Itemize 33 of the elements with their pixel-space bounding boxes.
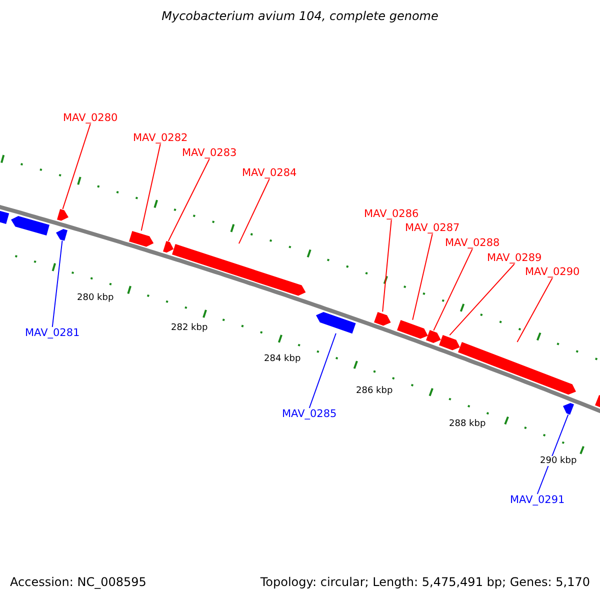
- diagram-title: Mycobacterium avium 104, complete genome: [160, 9, 440, 23]
- footer-text: Accession: NC_008595: [10, 575, 146, 589]
- leader-line: [52, 240, 63, 328]
- gene-label: MAV_0286: [364, 208, 419, 220]
- gene-label: MAV_0281: [25, 327, 80, 339]
- gene-label: MAV_0283: [182, 147, 237, 159]
- gene-label: MAV_0288: [445, 237, 500, 249]
- gene-label: MAV_0285: [282, 408, 337, 420]
- scale-label: 290 kbp: [540, 456, 577, 466]
- leader-line: [62, 124, 91, 210]
- gene-label: MAV_0282: [133, 132, 188, 144]
- leader-line: [140, 144, 161, 232]
- leader-line: [449, 264, 515, 336]
- leader-line: [308, 332, 336, 408]
- scale-label: 282 kbp: [171, 323, 208, 333]
- leader-line: [536, 414, 569, 494]
- scale-label: 284 kbp: [264, 354, 301, 364]
- leader-line: [238, 178, 270, 244]
- footer-text: Topology: circular; Length: 5,475,491 bp; Genes: 5,170: [260, 575, 590, 589]
- gene-label: MAV_0290: [525, 266, 580, 278]
- leader-line: [412, 234, 433, 320]
- leader-line: [516, 278, 553, 342]
- gene-label: MAV_0291: [510, 494, 565, 506]
- leader-line: [168, 158, 210, 242]
- leader-line: [382, 220, 392, 312]
- gene-label: MAV_0284: [242, 167, 297, 179]
- scale-label: 286 kbp: [356, 386, 393, 396]
- gene-label: MAV_0289: [487, 252, 542, 264]
- scale-label: 288 kbp: [449, 419, 486, 429]
- leader-line: [433, 248, 473, 331]
- scale-label: 280 kbp: [77, 293, 114, 303]
- gene-label: MAV_0287: [405, 222, 460, 234]
- gene-label: MAV_0280: [63, 112, 118, 124]
